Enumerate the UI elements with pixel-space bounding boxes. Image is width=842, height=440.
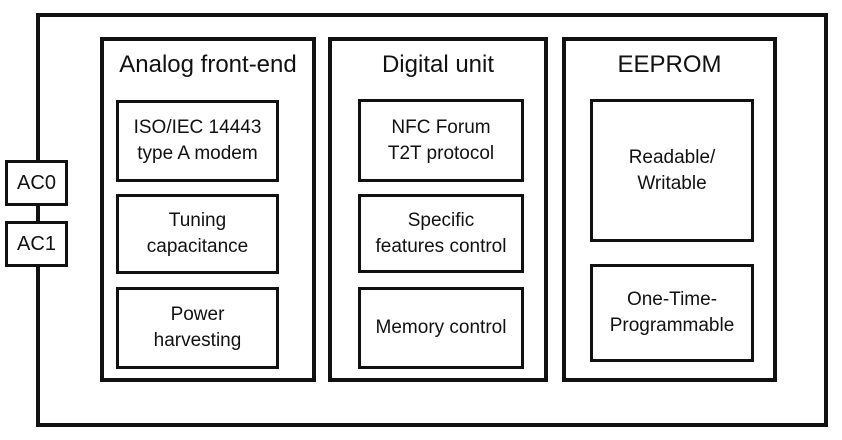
pin-ac1-label: AC1 — [17, 232, 56, 255]
section-title-analog-front-end: Analog front-end — [119, 51, 297, 78]
du-t2t-protocol-block: NFC Forum T2T protocol — [358, 99, 524, 182]
section-title-digital-unit: Digital unit — [381, 51, 495, 78]
du-memory-control-block: Memory control — [358, 287, 524, 369]
eeprom-one-time-programmable-block: One-Time- Programmable — [590, 264, 754, 362]
pin-ac0: AC0 — [5, 160, 68, 206]
afe-modem-block: ISO/IEC 14443 type A modem — [116, 100, 279, 182]
afe-power-harvesting-label: Power harvesting — [153, 304, 242, 351]
du-specific-features-block: Specific features control — [358, 194, 524, 273]
afe-power-harvesting-block: Power harvesting — [116, 287, 279, 369]
pin-ac0-label: AC0 — [17, 171, 56, 194]
section-analog-front-end: Analog front-end ISO/IEC 14443 type A mo… — [100, 37, 316, 382]
afe-tuning-capacitance-block: Tuning capacitance — [116, 194, 279, 274]
pin-ac1: AC1 — [5, 221, 68, 267]
section-digital-unit: Digital unit NFC Forum T2T protocol Spec… — [328, 37, 548, 382]
eeprom-one-time-programmable-label: One-Time- Programmable — [609, 289, 735, 336]
eeprom-readable-writable-block: Readable/ Writable — [590, 99, 754, 242]
afe-tuning-capacitance-label: Tuning capacitance — [146, 210, 249, 257]
afe-modem-label: ISO/IEC 14443 type A modem — [133, 117, 262, 164]
section-eeprom: EEPROM Readable/ Writable One-Time- Prog… — [562, 37, 777, 382]
du-t2t-protocol-label: NFC Forum T2T protocol — [387, 116, 495, 164]
section-title-eeprom: EEPROM — [617, 51, 722, 78]
eeprom-readable-writable-label: Readable/ Writable — [628, 146, 716, 194]
du-memory-control-label: Memory control — [375, 317, 507, 338]
du-specific-features-label: Specific features control — [375, 209, 507, 257]
